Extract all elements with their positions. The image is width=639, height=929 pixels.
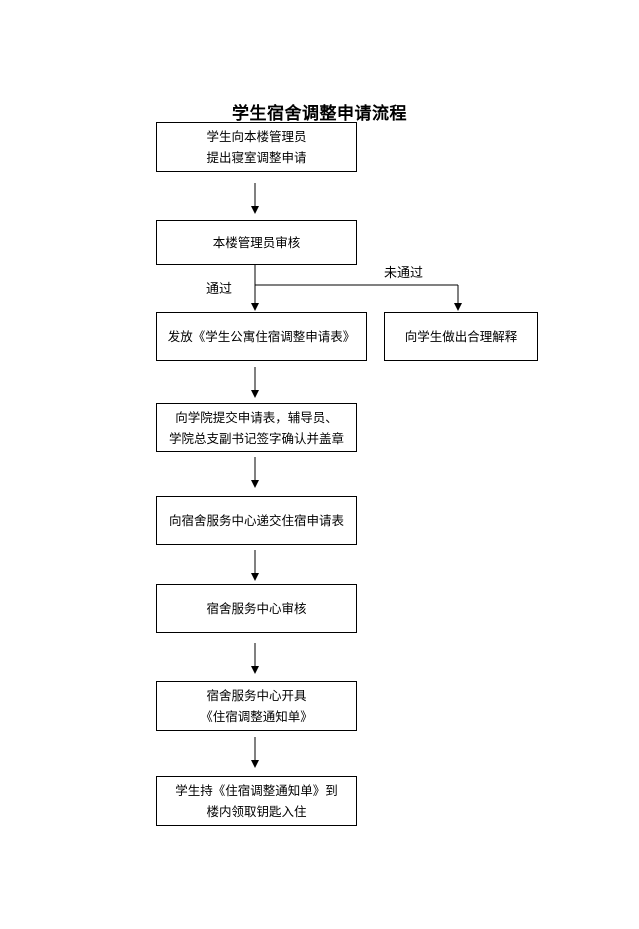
node-issue-form: 发放《学生公寓住宿调整申请表》 <box>156 312 367 361</box>
node-apply-line-2: 提出寝室调整申请 <box>206 150 307 165</box>
node-submit-sign: 向学院提交申请表，辅导员、 学院总支副书记签字确认并盖章 <box>156 403 357 452</box>
node-explain: 向学生做出合理解释 <box>384 312 538 361</box>
node-apply-line-1: 学生向本楼管理员 <box>206 129 307 144</box>
node-collect-keys-line-2: 楼内领取钥匙入住 <box>206 804 307 819</box>
node-building-review-line-1: 本楼管理员审核 <box>212 235 301 250</box>
node-apply: 学生向本楼管理员 提出寝室调整申请 <box>156 122 357 172</box>
node-submit-center: 向宿舍服务中心递交住宿申请表 <box>156 496 357 545</box>
edge-label-fail: 未通过 <box>384 266 424 281</box>
node-center-review: 宿舍服务中心审核 <box>156 584 357 633</box>
node-center-review-line-1: 宿舍服务中心审核 <box>206 601 307 616</box>
edge-label-pass: 通过 <box>206 282 233 297</box>
node-issue-notice-line-1: 宿舍服务中心开具 <box>206 688 307 703</box>
node-collect-keys: 学生持《住宿调整通知单》到 楼内领取钥匙入住 <box>156 776 357 826</box>
node-collect-keys-line-1: 学生持《住宿调整通知单》到 <box>175 783 338 798</box>
page-title: 学生宿舍调整申请流程 <box>232 104 407 124</box>
node-submit-center-line-1: 向宿舍服务中心递交住宿申请表 <box>168 513 344 528</box>
node-issue-form-line-1: 发放《学生公寓住宿调整申请表》 <box>167 329 356 344</box>
node-issue-notice-line-2: 《住宿调整通知单》 <box>200 709 313 724</box>
node-submit-sign-line-1: 向学院提交申请表，辅导员、 <box>175 409 338 425</box>
branch-connector <box>254 264 458 286</box>
node-building-review: 本楼管理员审核 <box>156 220 357 265</box>
node-submit-sign-line-2: 学院总支副书记签字确认并盖章 <box>168 430 344 446</box>
node-issue-notice: 宿舍服务中心开具 《住宿调整通知单》 <box>156 681 357 731</box>
node-explain-line-1: 向学生做出合理解释 <box>404 329 518 344</box>
